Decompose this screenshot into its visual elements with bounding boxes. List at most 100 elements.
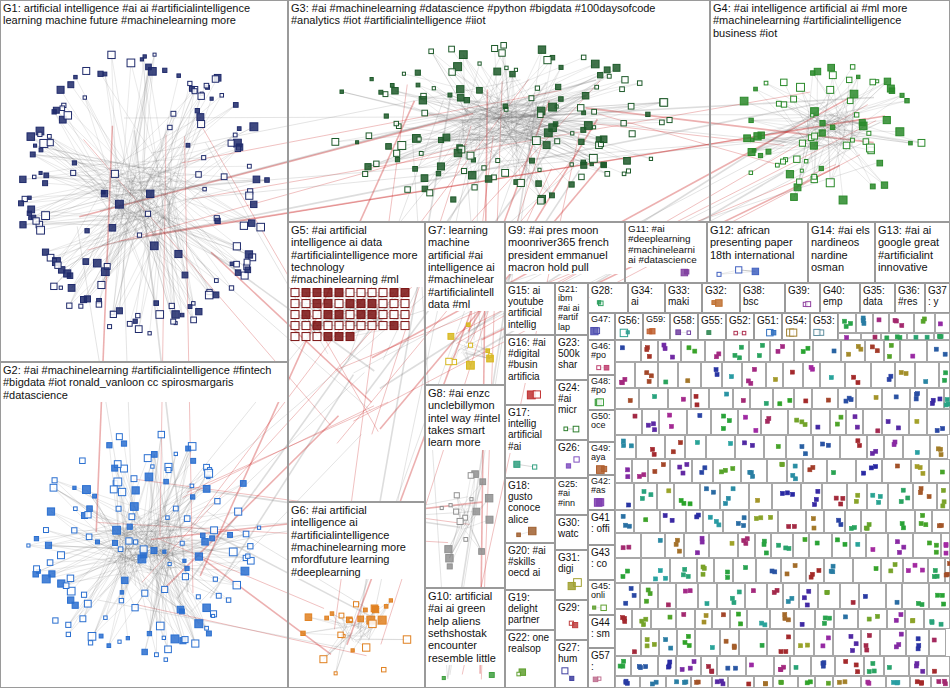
vertex-icon <box>127 59 135 67</box>
vertex-edge <box>165 530 214 569</box>
vertex-icon <box>877 160 883 166</box>
vertex-icon <box>335 333 343 341</box>
vertex-icon <box>151 465 154 468</box>
vertex-edge <box>421 109 504 153</box>
vertex-edge <box>61 90 124 190</box>
vertex-icon <box>203 604 210 611</box>
vertex-icon <box>324 311 332 319</box>
vertex-icon <box>363 608 367 612</box>
vertex-edge <box>21 192 151 203</box>
vertex-icon <box>196 595 200 599</box>
vertex-icon <box>485 176 491 182</box>
vertex-icon <box>791 96 797 102</box>
vertex-edge <box>490 74 513 110</box>
vertex-icon <box>145 473 153 481</box>
vertex-icon <box>229 548 237 556</box>
vertex-icon <box>38 132 42 136</box>
vertex-edge <box>38 558 135 572</box>
vertex-edge <box>459 108 607 174</box>
vertex-icon <box>591 327 598 334</box>
vertex-icon <box>573 623 578 628</box>
vertex-icon <box>236 144 242 150</box>
vertex-edge <box>119 225 165 311</box>
vertex-edge <box>138 497 192 533</box>
group-link <box>190 79 529 528</box>
vertex-icon <box>68 285 75 292</box>
group-link <box>598 114 776 164</box>
vertex-icon <box>467 361 475 369</box>
vertex-icon <box>116 506 121 511</box>
vertex-edge <box>136 158 203 163</box>
vertex-icon <box>108 51 115 58</box>
vertex-edge <box>295 304 317 337</box>
vertex-icon <box>485 494 492 501</box>
vertex-icon <box>164 479 169 484</box>
vertex-icon <box>604 67 610 73</box>
vertex-icon <box>144 455 151 462</box>
vertex-icon <box>382 667 386 671</box>
vertex-icon <box>749 118 753 122</box>
vertex-edge <box>806 140 839 161</box>
vertex-edge <box>794 130 813 197</box>
vertex-icon <box>454 509 459 514</box>
vertex-icon <box>347 617 353 623</box>
vertex-edge <box>30 167 151 218</box>
vertex-icon <box>110 311 116 317</box>
vertex-icon <box>19 201 24 206</box>
vertex-icon <box>687 346 691 350</box>
vertex-edge <box>154 556 207 628</box>
vertex-icon <box>107 443 112 448</box>
vertex-edge <box>111 55 117 214</box>
vertex-icon <box>477 87 483 93</box>
vertex-icon <box>449 504 452 507</box>
vertex-icon <box>645 348 649 352</box>
vertex-icon <box>226 598 230 602</box>
vertex-icon <box>604 365 609 370</box>
vertex-icon <box>601 162 606 167</box>
vertex-icon <box>624 157 631 164</box>
vertex-icon <box>819 166 823 170</box>
vertex-icon <box>34 144 37 147</box>
group-link <box>470 122 880 330</box>
vertex-icon <box>568 582 575 589</box>
vertex-icon <box>205 469 213 477</box>
vertex-icon <box>346 289 354 297</box>
vertex-icon <box>240 222 247 229</box>
vertex-icon <box>582 92 588 98</box>
vertex-icon <box>247 164 251 168</box>
vertex-icon <box>647 354 651 358</box>
vertex-icon <box>569 182 574 187</box>
vertex-icon <box>457 86 464 93</box>
vertex-edge <box>534 118 651 159</box>
vertex-icon <box>162 636 165 639</box>
vertex-icon <box>597 499 604 506</box>
tiny-group-box <box>795 341 813 362</box>
vertex-edge <box>848 95 902 133</box>
tiny-group-box <box>725 341 749 362</box>
vertex-icon <box>182 272 188 278</box>
vertex-icon <box>622 172 626 176</box>
vertex-edge <box>33 154 118 204</box>
vertex-icon <box>559 65 563 69</box>
vertex-icon <box>213 292 219 298</box>
vertex-icon <box>203 486 210 493</box>
vertex-edge <box>431 51 468 115</box>
vertex-icon <box>754 133 761 140</box>
vertex-edge <box>150 501 217 562</box>
vertex-icon <box>83 67 90 74</box>
vertex-icon <box>597 301 600 304</box>
vertex-icon <box>349 618 352 621</box>
vertex-edge <box>430 107 501 192</box>
vertex-icon <box>685 270 689 274</box>
tiny-group-box <box>616 341 641 362</box>
vertex-icon <box>126 637 129 640</box>
vertex-edge <box>524 68 617 138</box>
vertex-icon <box>909 141 913 145</box>
vertex-icon <box>313 322 321 330</box>
vertex-edge <box>463 55 465 114</box>
vertex-icon <box>744 135 751 142</box>
vertex-icon <box>384 605 388 609</box>
vertex-icon <box>621 121 626 126</box>
vertex-icon <box>116 308 122 314</box>
